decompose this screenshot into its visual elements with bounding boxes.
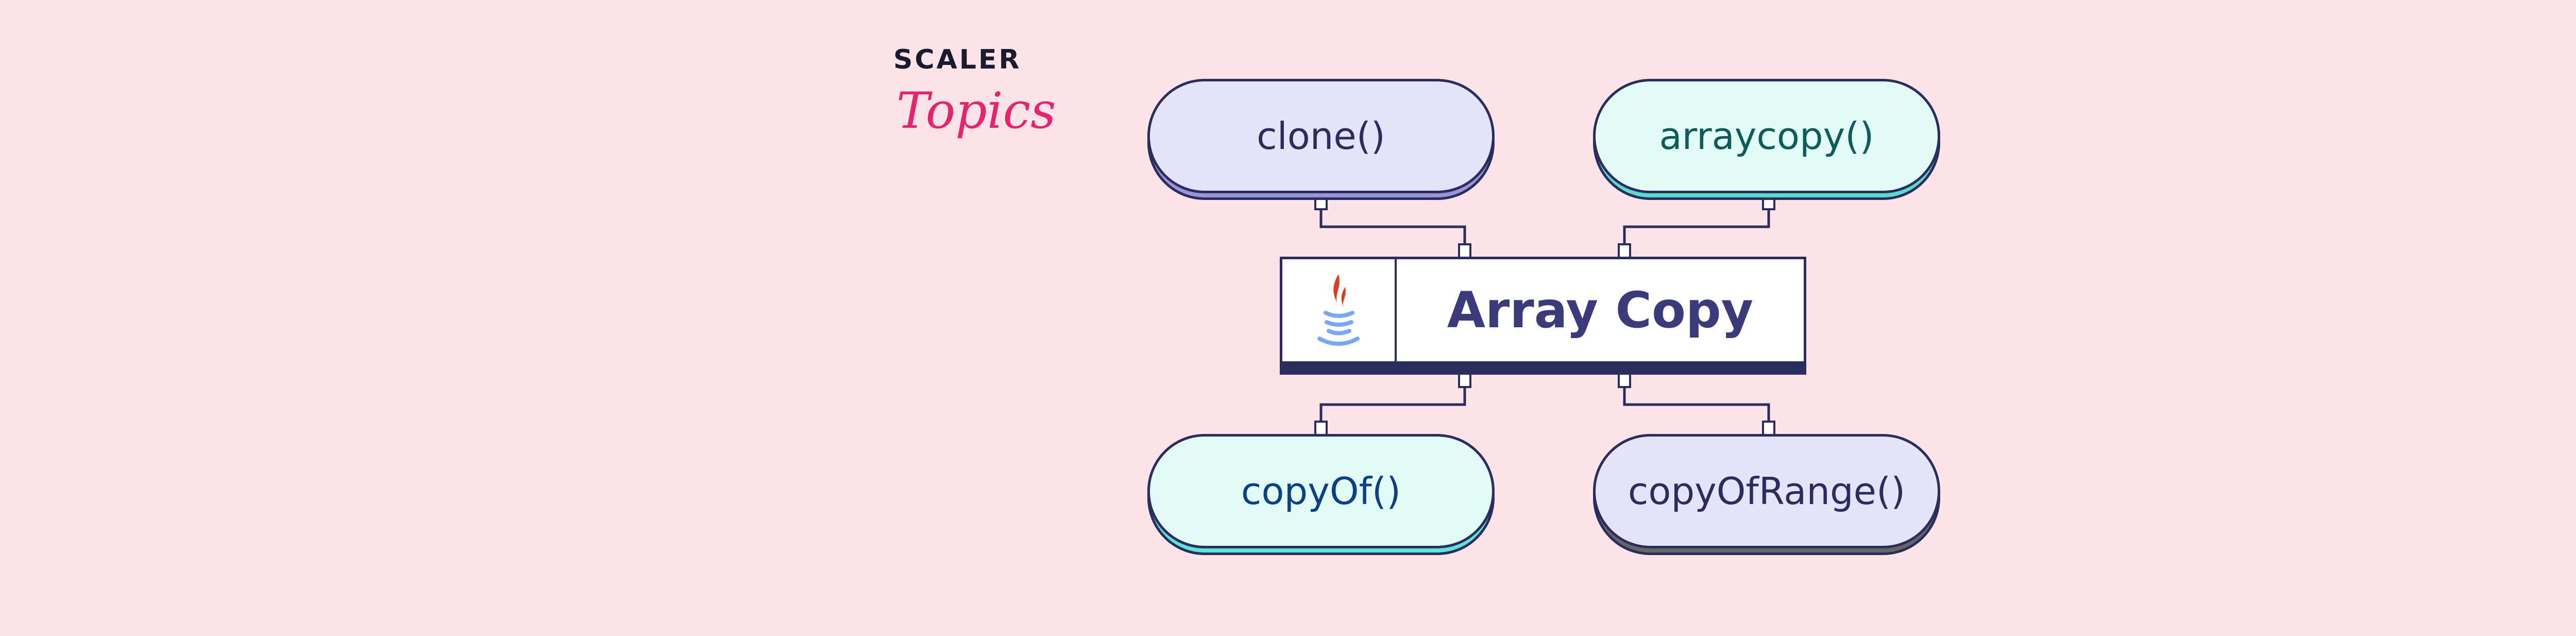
logo-scaler: SCALER (893, 44, 1022, 75)
port (1618, 373, 1631, 388)
connector-arraycopy (1623, 197, 1770, 257)
port (1458, 243, 1471, 259)
center-title: Array Copy (1447, 281, 1754, 339)
method-arraycopy: arraycopy() (1593, 79, 1940, 193)
port (1618, 243, 1631, 259)
port (1762, 421, 1775, 436)
connector-copyofrange (1623, 375, 1770, 434)
port (1314, 421, 1328, 436)
connector-copyof (1319, 375, 1466, 434)
logo-topics: Topics (896, 82, 1056, 140)
connector-clone (1319, 197, 1466, 257)
method-copyof: copyOf() (1147, 434, 1495, 548)
java-icon (1282, 259, 1397, 361)
method-clone: clone() (1147, 79, 1495, 193)
array-copy-box: Array Copy (1280, 257, 1806, 375)
port (1458, 373, 1471, 388)
method-copyofrange: copyOfRange() (1593, 434, 1940, 548)
